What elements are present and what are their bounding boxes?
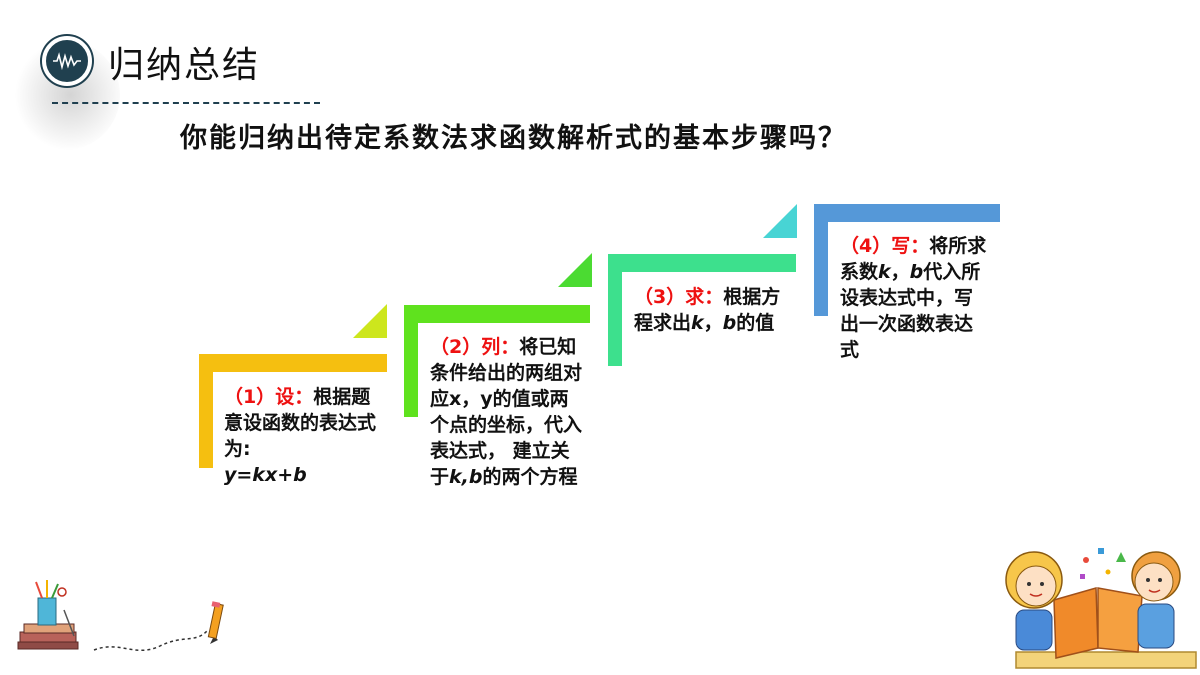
step-1-top-bar <box>199 354 387 372</box>
step-4-left-bar <box>814 204 828 316</box>
decorative-path <box>93 629 209 651</box>
pencil-icon <box>207 601 224 644</box>
step-3-k: k <box>691 312 704 334</box>
step-3-frame <box>608 254 796 366</box>
step-3-left-bar <box>608 254 622 366</box>
step-3-b: b <box>722 312 737 334</box>
waveform-icon <box>42 36 92 86</box>
step-4-description-end: 代入所设表达式中，写出一次函数表达式 <box>840 261 981 361</box>
header-divider <box>52 102 320 104</box>
step-2-description: 将已知条件给出的两组对应x，y的值或两个点的坐标，代入表达式， 建立关于 <box>430 336 583 488</box>
section-title: 归纳总结 <box>108 45 261 86</box>
step-2-triangle <box>558 253 592 287</box>
step-1-formula: y=kx+b <box>224 464 307 486</box>
step-2-description-end: 的两个方程 <box>482 466 578 488</box>
step-2-frame <box>404 305 590 417</box>
step-1-left-bar <box>199 354 213 468</box>
step-4-separator: ， <box>890 261 910 283</box>
question-text: 你能归纳出待定系数法求函数解析式的基本步骤吗？ <box>180 123 847 154</box>
step-2-left-bar <box>404 305 418 417</box>
step-4-frame <box>814 204 1000 316</box>
step-4-top-bar <box>814 204 1000 222</box>
step-4-k: k <box>878 261 891 283</box>
step-4-label: （4）写： <box>840 235 930 257</box>
reading-children-illustration <box>1005 548 1197 669</box>
step-2-kb: k,b <box>449 466 483 488</box>
step-3-separator: ， <box>703 312 723 334</box>
step-2-label: （2）列： <box>430 336 520 358</box>
step-1-description: 根据题意设函数的表达式为: <box>224 386 377 460</box>
step-3-description-end: 的值 <box>736 312 775 334</box>
step-4-b: b <box>909 261 924 283</box>
step-1-frame <box>199 354 387 468</box>
step-1-label: （1）设： <box>224 386 314 408</box>
step-3-description: 根据方程求出 <box>634 286 781 334</box>
step-3-triangle <box>763 204 797 238</box>
step-4-description: 将所求系数 <box>840 235 987 283</box>
step-3-top-bar <box>608 254 796 272</box>
step-2-text: （2）列：将已知条件给出的两组对应x，y的值或两个点的坐标，代入表达式， 建立关… <box>430 334 582 490</box>
stationery-icon <box>17 580 79 650</box>
step-1-text: （1）设：根据题意设函数的表达式为: y=kx+b <box>224 384 384 488</box>
step-1-triangle <box>353 304 387 338</box>
step-2-top-bar <box>404 305 590 323</box>
step-3-text: （3）求：根据方程求出k，b的值 <box>634 284 790 336</box>
step-3-label: （3）求： <box>634 286 724 308</box>
step-4-text: （4）写：将所求系数k，b代入所设表达式中，写出一次函数表达式 <box>840 233 990 363</box>
